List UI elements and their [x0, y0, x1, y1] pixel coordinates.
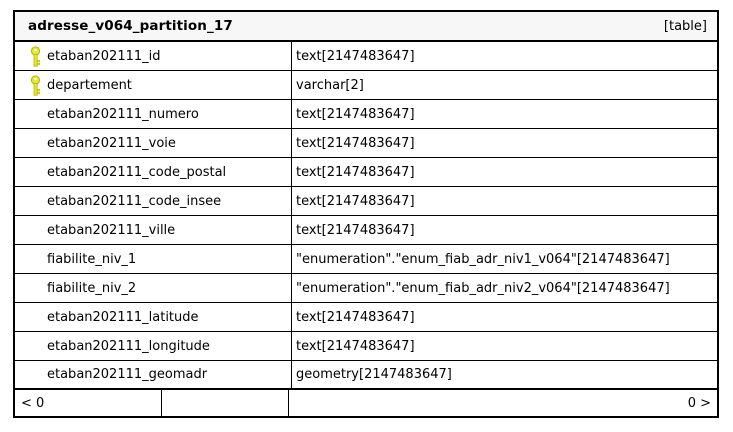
footer-left-indicator: < 0: [21, 395, 45, 411]
table-header[interactable]: adresse_v064_partition_17 [table]: [15, 12, 717, 42]
primary-key-icon: [29, 307, 41, 328]
column-name-cell: etaban202111_code_insee: [15, 187, 291, 215]
column-row[interactable]: fiabilite_niv_1 "enumeration"."enum_fiab…: [15, 245, 717, 274]
primary-key-icon: [29, 104, 41, 125]
column-name-cell: etaban202111_latitude: [15, 303, 291, 331]
column-name-cell: etaban202111_longitude: [15, 332, 291, 360]
column-name: etaban202111_id: [47, 48, 161, 64]
column-row[interactable]: etaban202111_longitude text[2147483647]: [15, 332, 717, 361]
column-row[interactable]: etaban202111_code_insee text[2147483647]: [15, 187, 717, 216]
primary-key-icon: [29, 336, 41, 357]
column-name: etaban202111_ville: [47, 222, 176, 238]
column-list: etaban202111_id text[2147483647] departe…: [15, 42, 717, 390]
column-type: text[2147483647]: [291, 42, 717, 70]
footer-right-indicator: 0 >: [687, 395, 711, 411]
table-node[interactable]: adresse_v064_partition_17 [table] etaban…: [13, 10, 719, 418]
column-type: text[2147483647]: [291, 100, 717, 128]
column-name-cell: departement: [15, 71, 291, 99]
column-name: etaban202111_longitude: [47, 338, 210, 354]
column-name: etaban202111_numero: [47, 106, 199, 122]
column-name-cell: etaban202111_geomadr: [15, 361, 291, 388]
column-type: text[2147483647]: [291, 158, 717, 186]
primary-key-icon: [29, 220, 41, 241]
column-type: varchar[2]: [291, 71, 717, 99]
column-row[interactable]: departement varchar[2]: [15, 71, 717, 100]
column-row[interactable]: etaban202111_ville text[2147483647]: [15, 216, 717, 245]
column-row[interactable]: etaban202111_numero text[2147483647]: [15, 100, 717, 129]
column-row[interactable]: fiabilite_niv_2 "enumeration"."enum_fiab…: [15, 274, 717, 303]
column-name: departement: [47, 77, 132, 93]
column-name: etaban202111_voie: [47, 135, 176, 151]
column-name-cell: etaban202111_numero: [15, 100, 291, 128]
column-name-cell: etaban202111_ville: [15, 216, 291, 244]
table-title: adresse_v064_partition_17: [28, 18, 233, 34]
column-name-cell: etaban202111_voie: [15, 129, 291, 157]
primary-key-icon: [29, 45, 41, 67]
column-type: text[2147483647]: [291, 129, 717, 157]
primary-key-icon: [29, 249, 41, 270]
primary-key-icon: [29, 162, 41, 183]
column-name: etaban202111_geomadr: [47, 367, 208, 382]
column-row[interactable]: etaban202111_id text[2147483647]: [15, 42, 717, 71]
column-type: text[2147483647]: [291, 303, 717, 331]
column-name-cell: fiabilite_niv_2: [15, 274, 291, 302]
column-type: geometry[2147483647]: [291, 361, 717, 388]
primary-key-icon: [29, 191, 41, 212]
column-name: fiabilite_niv_2: [47, 280, 137, 296]
primary-key-icon: [29, 364, 41, 385]
column-name: etaban202111_latitude: [47, 309, 199, 325]
column-row[interactable]: etaban202111_latitude text[2147483647]: [15, 303, 717, 332]
column-type: "enumeration"."enum_fiab_adr_niv2_v064"[…: [291, 274, 717, 302]
primary-key-icon: [29, 133, 41, 154]
column-name: etaban202111_code_insee: [47, 193, 222, 209]
primary-key-icon: [29, 74, 41, 96]
footer-middle-cell: [161, 390, 289, 416]
column-name-cell: etaban202111_id: [15, 42, 291, 70]
column-name-cell: etaban202111_code_postal: [15, 158, 291, 186]
column-type: "enumeration"."enum_fiab_adr_niv1_v064"[…: [291, 245, 717, 273]
primary-key-icon: [29, 278, 41, 299]
column-name-cell: fiabilite_niv_1: [15, 245, 291, 273]
column-row[interactable]: etaban202111_geomadr geometry[2147483647…: [15, 361, 717, 390]
column-type: text[2147483647]: [291, 187, 717, 215]
column-type: text[2147483647]: [291, 216, 717, 244]
table-footer: < 0 0 >: [15, 390, 717, 416]
column-row[interactable]: etaban202111_code_postal text[2147483647…: [15, 158, 717, 187]
table-type-badge: [table]: [663, 18, 707, 34]
column-name: fiabilite_niv_1: [47, 251, 137, 267]
column-type: text[2147483647]: [291, 332, 717, 360]
column-name: etaban202111_code_postal: [47, 164, 227, 180]
column-row[interactable]: etaban202111_voie text[2147483647]: [15, 129, 717, 158]
